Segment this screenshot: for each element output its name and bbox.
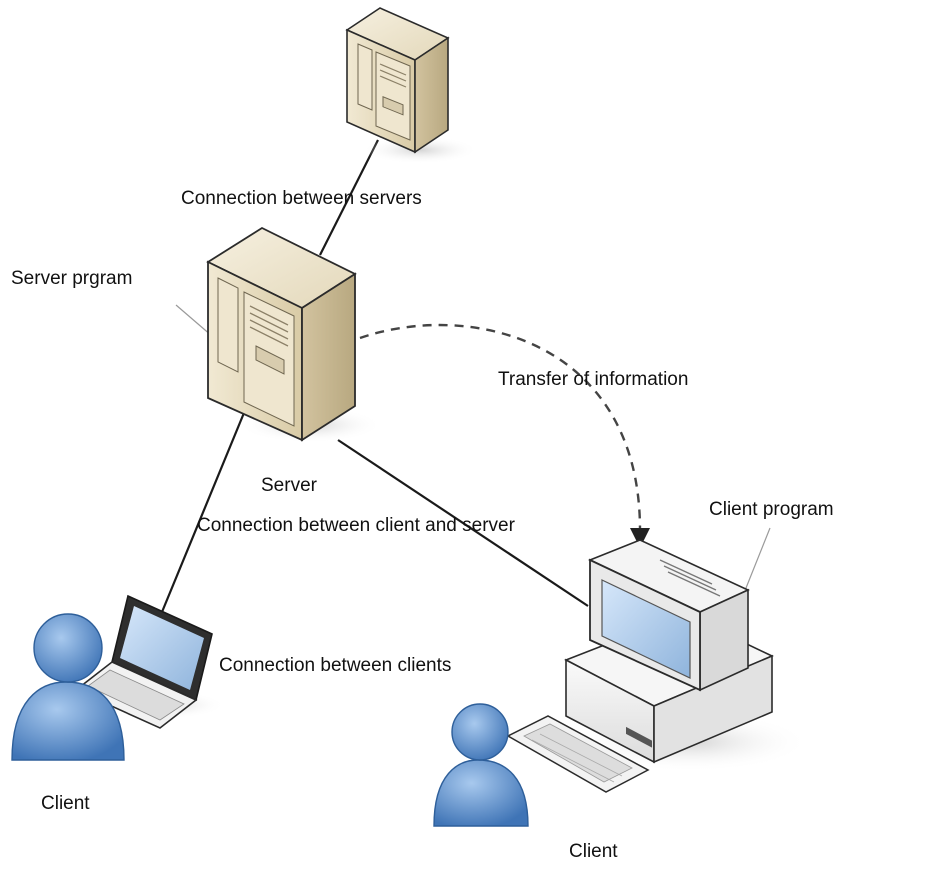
label-connection-between-servers: Connection between servers <box>181 188 422 209</box>
main-server-icon <box>206 226 382 443</box>
top-server-icon <box>345 7 478 164</box>
right-user-icon <box>433 703 529 827</box>
left-user-icon <box>11 613 125 761</box>
pointer-client-program <box>741 527 771 599</box>
transfer-arrowhead <box>630 528 650 548</box>
label-connection-between-client-and-server: Connection between client and server <box>197 515 515 536</box>
label-client-program: Client program <box>709 499 834 520</box>
label-server: Server <box>261 475 317 496</box>
desktop-computer-icon <box>506 539 810 793</box>
label-client-right: Client <box>569 841 618 862</box>
line-server-to-computer <box>337 439 589 607</box>
laptop-icon <box>74 594 225 729</box>
label-transfer-of-information: Transfer of information <box>498 369 689 390</box>
pointer-server-program <box>175 304 213 337</box>
label-server-program: Server prgram <box>11 268 133 289</box>
line-between-servers <box>319 139 379 256</box>
label-connection-between-clients: Connection between clients <box>219 655 452 676</box>
line-server-to-laptop <box>160 407 248 613</box>
label-client-left: Client <box>41 793 90 814</box>
transfer-dashed-arrow <box>359 323 642 531</box>
